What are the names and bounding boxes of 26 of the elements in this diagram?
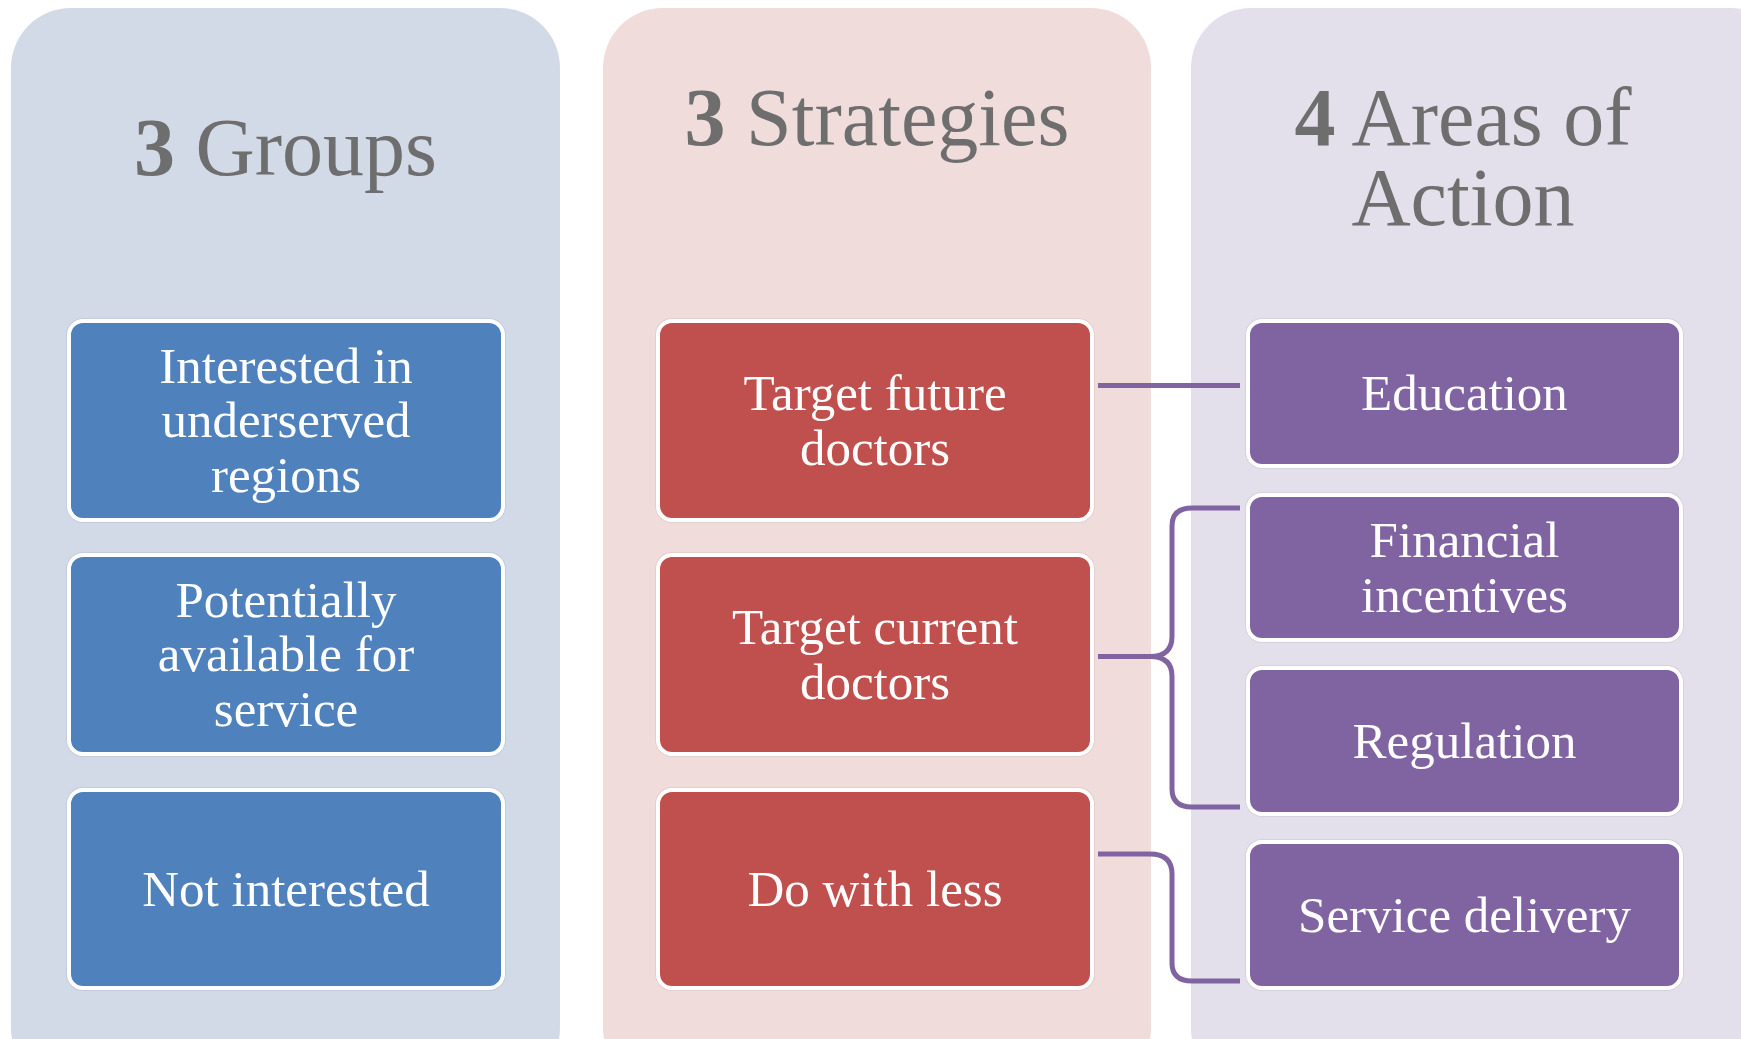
box-label: Interested in underserved regions [158,339,414,502]
box-label: Financial incentives [1360,513,1569,622]
group-box [67,553,505,756]
connector-line [1098,851,1240,984]
strategy-box [656,553,1094,756]
box-label: Target future doctors [742,366,1008,475]
group-box [67,319,505,522]
column-panel [11,8,560,1039]
box-label: Education [1361,366,1568,421]
connector-line [1098,383,1240,388]
action-box [1246,319,1683,468]
box-label: Potentially available for service [156,573,416,736]
action-box [1246,840,1683,990]
action-box [1246,493,1683,642]
strategy-box [656,319,1094,522]
group-box [67,788,505,990]
action-box [1246,666,1683,816]
box-label: Service delivery [1298,887,1631,942]
box-label: Do with less [747,861,1003,916]
box-label: Regulation [1352,713,1577,768]
box-label: Not interested [142,861,430,916]
column-panel [1191,8,1741,1039]
box-label: Target current doctors [731,600,1019,709]
column-panel [603,8,1151,1039]
strategy-box [656,788,1094,990]
column-heading: 4 Areas of Action [1293,78,1633,239]
